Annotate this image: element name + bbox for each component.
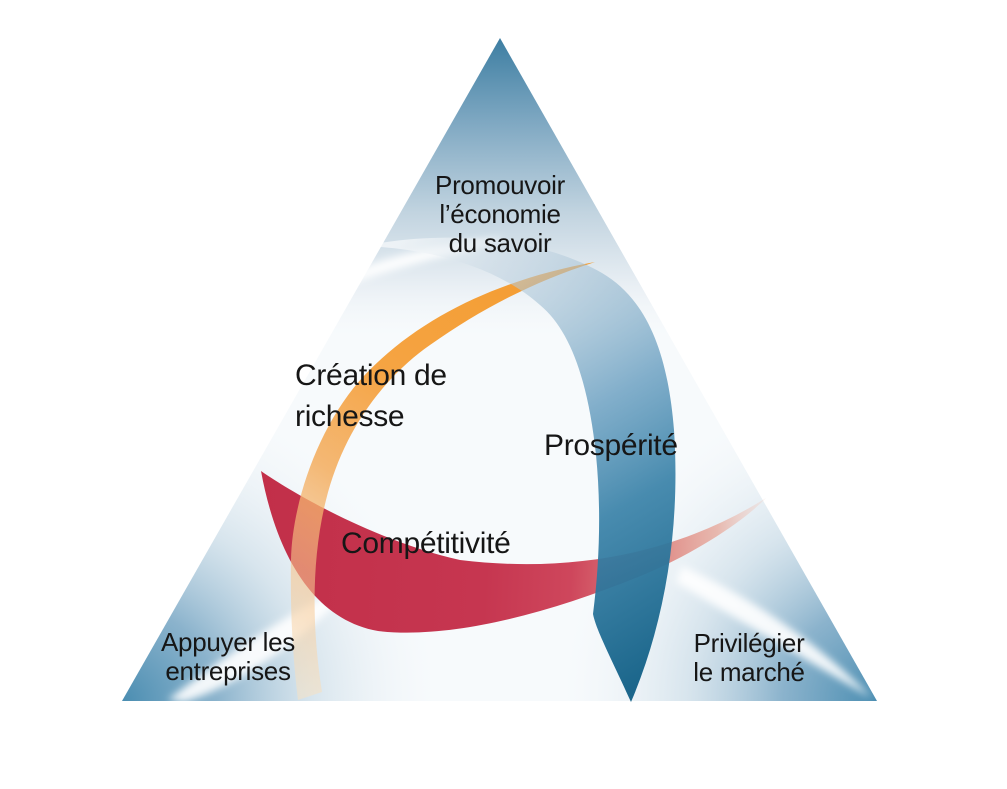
label-top-line-3: du savoir — [448, 228, 552, 258]
label-wealth-line-1: Création de — [295, 359, 447, 392]
label-bottom-left-line-1: Appuyer les — [161, 627, 295, 657]
label-competitivite: Compétitivité — [341, 527, 511, 560]
label-privilegier-marche: Privilégier le marché — [693, 628, 805, 687]
label-creation-de-richesse: Création de richesse — [295, 355, 447, 437]
swoosh-prosperite — [363, 237, 676, 702]
label-top-line-2: l’économie — [439, 199, 561, 229]
label-bottom-right-line-2: le marché — [693, 657, 805, 687]
swoosh-competitivite — [261, 471, 766, 633]
label-bottom-left-line-2: entreprises — [165, 656, 291, 686]
label-prosperite: Prospérité — [544, 429, 678, 462]
label-bottom-right-line-1: Privilégier — [693, 628, 805, 658]
label-wealth-line-2: richesse — [295, 400, 405, 433]
label-appuyer-entreprises: Appuyer les entreprises — [161, 628, 295, 686]
label-top-line-1: Promouvoir — [435, 170, 565, 200]
label-promouvoir-economie-savoir: Promouvoir l’économie du savoir — [435, 171, 565, 258]
white-swirl-bottom-right — [676, 566, 872, 698]
